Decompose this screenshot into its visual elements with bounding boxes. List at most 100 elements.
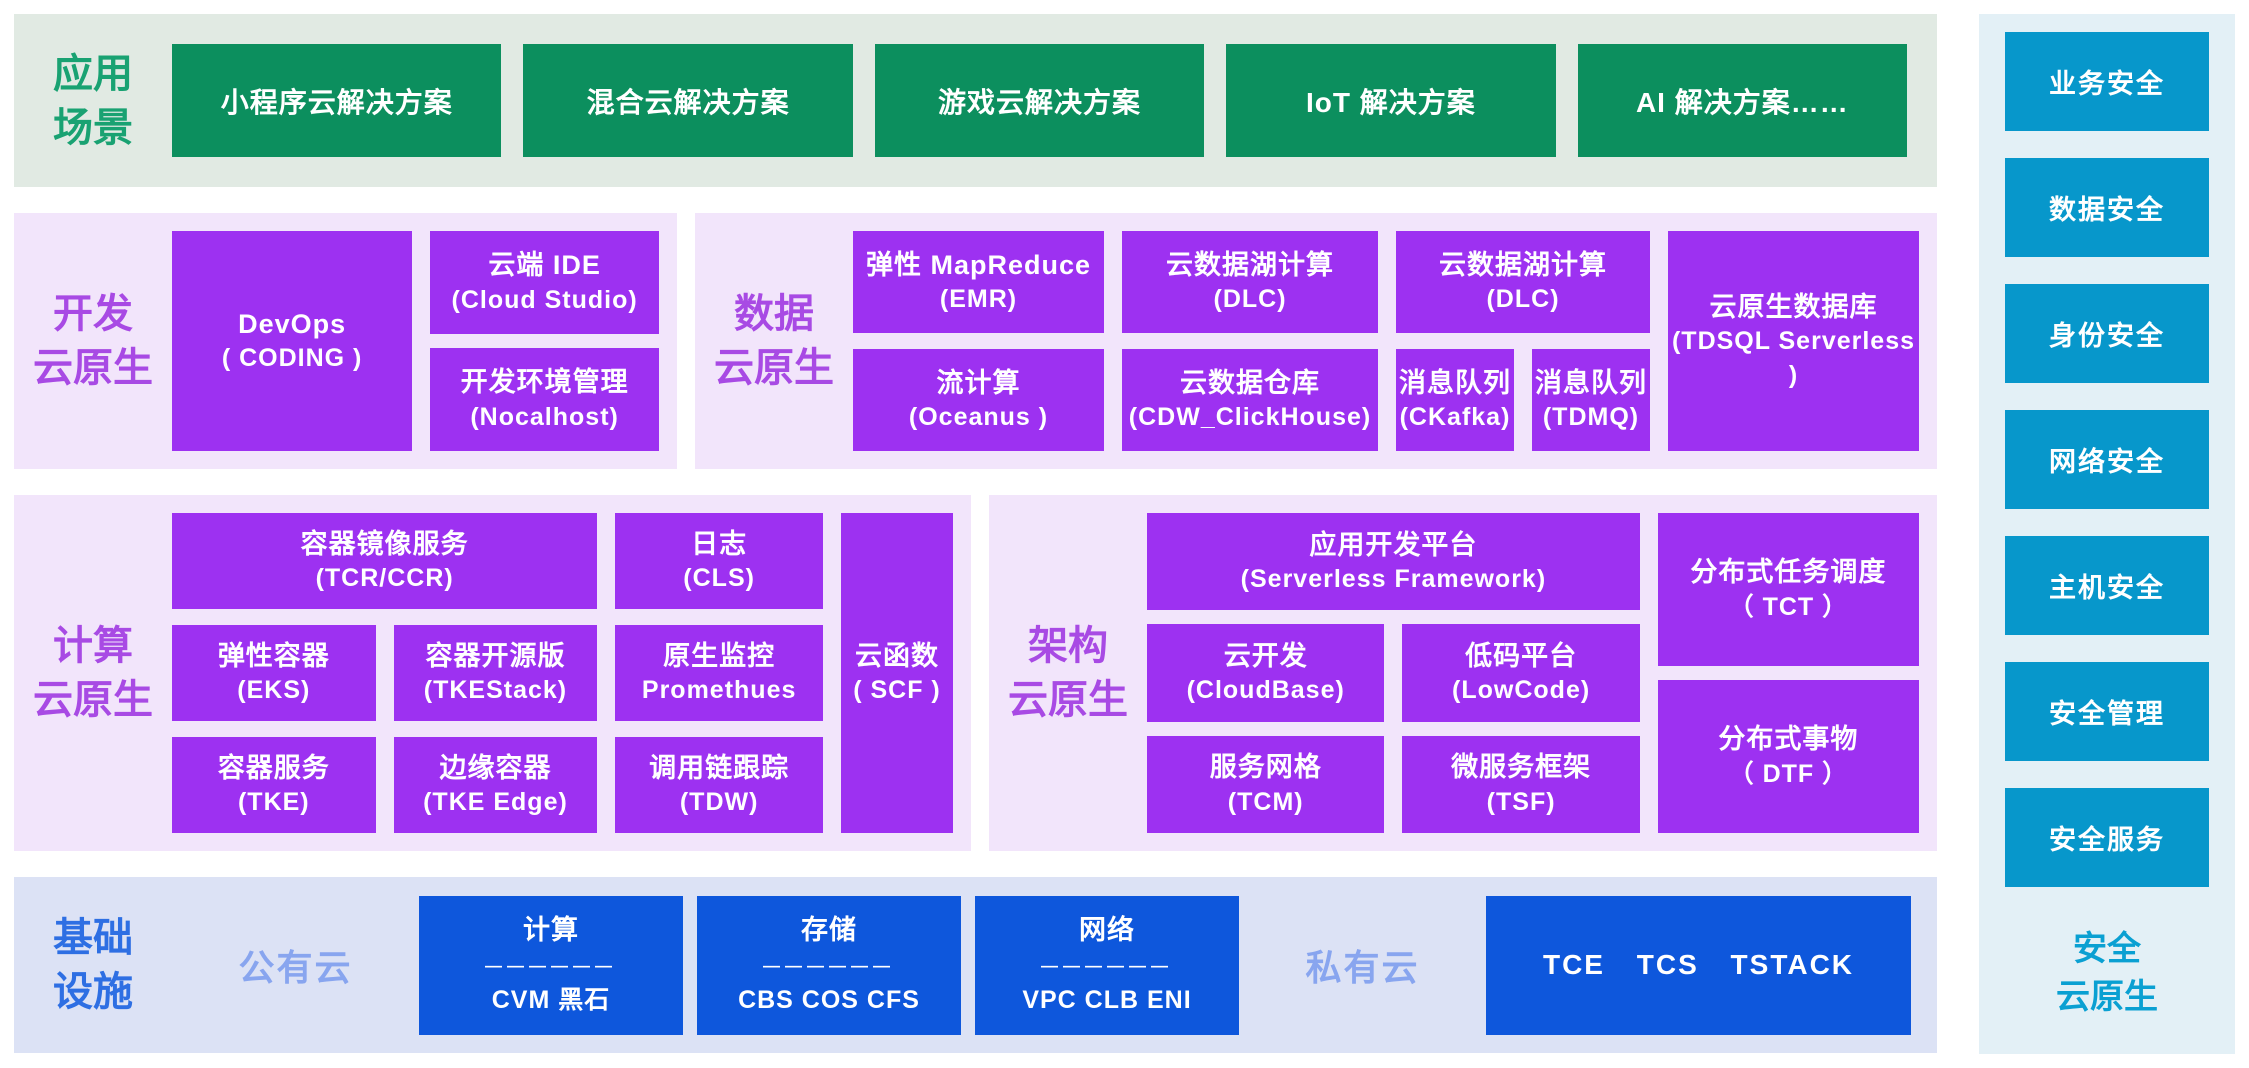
data-label-line1: 数据 — [734, 292, 814, 336]
dev-grid: DevOps ( CODING ) 云端 IDE (Cloud Studio) … — [172, 213, 677, 469]
box-tdmq: 消息队列 (TDMQ) — [1532, 349, 1650, 451]
box-emr: 弹性 MapReduce (EMR) — [853, 231, 1104, 333]
box-dlc-1-sub: (DLC) — [1213, 285, 1287, 314]
box-dlc-2-sub: (DLC) — [1486, 285, 1560, 314]
box-tdmq-title: 消息队列 — [1534, 367, 1647, 398]
box-cdw-sub: (CDW_ClickHouse) — [1128, 403, 1372, 432]
box-serverless-title: 应用开发平台 — [1309, 529, 1478, 560]
box-tcr-title: 容器镜像服务 — [300, 528, 469, 559]
box-infra-storage-title: 存储 — [801, 915, 857, 946]
box-oceanus-title: 流计算 — [936, 367, 1021, 398]
box-miniprogram-solution: 小程序云解决方案 — [172, 44, 502, 157]
box-ai-solution: AI 解决方案…… — [1577, 44, 1908, 157]
box-data-security: 数据安全 — [2005, 158, 2209, 257]
box-cls-sub: (CLS) — [683, 564, 755, 593]
box-serverless-framework: 应用开发平台 (Serverless Framework) — [1147, 513, 1640, 611]
box-tke-title: 容器服务 — [217, 752, 330, 783]
box-tct: 分布式任务调度 （ TCT ） — [1657, 513, 1919, 666]
box-infra-storage-sub: CBS COS CFS — [738, 986, 920, 1015]
box-emr-sub: (EMR) — [939, 285, 1018, 314]
section-infrastructure: 基础 设施 公有云 计算 —————— CVM 黑石 存储 —————— CBS… — [14, 877, 1937, 1053]
box-ckafka: 消息队列 (CKafka) — [1396, 349, 1514, 451]
arch-grid: 应用开发平台 (Serverless Framework) 分布式任务调度 （ … — [1147, 495, 1937, 851]
box-dlc-2-title: 云数据湖计算 — [1439, 249, 1607, 280]
box-cdw-title: 云数据仓库 — [1180, 367, 1321, 398]
box-security-services: 安全服务 — [2005, 788, 2209, 887]
box-hybrid-cloud-solution: 混合云解决方案 — [523, 44, 853, 157]
box-infra-compute-divider: —————— — [485, 955, 617, 975]
app-scenarios-row: 小程序云解决方案 混合云解决方案 游戏云解决方案 IoT 解决方案 AI 解决方… — [172, 14, 1937, 187]
box-cloud-ide-sub: (Cloud Studio) — [451, 285, 638, 314]
box-tcm-title: 服务网格 — [1209, 752, 1322, 783]
box-iot-solution: IoT 解决方案 — [1226, 44, 1556, 157]
box-prometheus-title: 原生监控 — [663, 640, 776, 671]
infrastructure-label-line2: 设施 — [53, 970, 133, 1014]
box-oceanus: 流计算 (Oceanus ) — [853, 349, 1104, 451]
box-tke-edge-title: 边缘容器 — [439, 752, 552, 783]
app-scenarios-label-line1: 应用 — [53, 51, 133, 96]
security-label-line1: 安全 — [2073, 930, 2141, 969]
data-label-line2: 云原生 — [714, 346, 834, 390]
section-app-scenarios: 应用 场景 小程序云解决方案 混合云解决方案 游戏云解决方案 IoT 解决方案 … — [14, 14, 1937, 187]
box-identity-security: 身份安全 — [2005, 284, 2209, 383]
box-lowcode: 低码平台 (LowCode) — [1402, 624, 1640, 722]
dev-cloud-native-label: 开发 云原生 — [14, 213, 172, 469]
row-dev-data: 开发 云原生 DevOps ( CODING ) 云端 IDE (Cloud S… — [14, 213, 1937, 469]
box-oceanus-sub: (Oceanus ) — [908, 403, 1049, 432]
box-infra-compute-sub: CVM 黑石 — [491, 986, 611, 1015]
box-infra-storage-divider: —————— — [763, 955, 895, 975]
box-network-security: 网络安全 — [2005, 410, 2209, 509]
public-cloud-label: 公有云 — [238, 947, 353, 988]
box-cloudbase-title: 云开发 — [1223, 640, 1308, 671]
box-cls: 日志 (CLS) — [615, 513, 823, 609]
box-tcr-ccr: 容器镜像服务 (TCR/CCR) — [172, 513, 598, 609]
arch-label-line1: 架构 — [1028, 624, 1108, 668]
compute-cloud-native-label: 计算 云原生 — [14, 495, 172, 851]
box-infra-network: 网络 —————— VPC CLB ENI — [975, 895, 1239, 1035]
box-tcr-sub: (TCR/CCR) — [315, 564, 454, 593]
box-tke-sub: (TKE) — [237, 788, 310, 817]
box-tsf-sub: (TSF) — [1486, 787, 1556, 816]
box-eks-sub: (EKS) — [237, 676, 311, 705]
dev-label-line1: 开发 — [53, 292, 133, 336]
dev-label-line2: 云原生 — [33, 346, 153, 390]
box-serverless-sub: (Serverless Framework) — [1240, 565, 1547, 593]
box-host-security: 主机安全 — [2005, 536, 2209, 635]
box-infra-compute: 计算 —————— CVM 黑石 — [419, 895, 683, 1035]
box-lowcode-title: 低码平台 — [1465, 640, 1578, 671]
app-scenarios-label: 应用 场景 — [14, 14, 172, 187]
panel-dev-cloud-native: 开发 云原生 DevOps ( CODING ) 云端 IDE (Cloud S… — [14, 213, 677, 469]
box-dlc-2: 云数据湖计算 (DLC) — [1396, 231, 1650, 333]
infrastructure-label-line1: 基础 — [53, 916, 133, 960]
box-ckafka-title: 消息队列 — [1399, 367, 1512, 398]
private-cloud-label: 私有云 — [1305, 947, 1420, 988]
box-tce-tcs-tstack-title: TCE TCS TSTACK — [1542, 949, 1855, 981]
box-eks: 弹性容器 (EKS) — [172, 625, 376, 721]
box-tke-edge-sub: (TKE Edge) — [423, 788, 568, 817]
panel-data-cloud-native: 数据 云原生 弹性 MapReduce (EMR) 云数据湖计算 (DLC) 云… — [695, 213, 1937, 469]
box-devops-title: DevOps — [238, 308, 347, 339]
box-dtf-title: 分布式事物 — [1718, 724, 1859, 755]
box-business-security: 业务安全 — [2005, 32, 2209, 131]
infrastructure-label: 基础 设施 — [14, 877, 172, 1053]
panel-compute-cloud-native: 计算 云原生 容器镜像服务 (TCR/CCR) 日志 (CLS) 云函数 ( S… — [14, 495, 971, 851]
box-infra-network-sub: VPC CLB ENI — [1022, 986, 1192, 1015]
box-tdmq-sub: (TDMQ) — [1542, 403, 1640, 432]
box-tct-sub: （ TCT ） — [1728, 592, 1849, 621]
compute-label-line2: 云原生 — [33, 678, 153, 722]
box-dtf: 分布式事物 （ DTF ） — [1657, 680, 1919, 833]
box-devops-coding: DevOps ( CODING ) — [172, 231, 413, 451]
box-nocalhost: 开发环境管理 (Nocalhost) — [430, 348, 659, 451]
box-tdw-title: 调用链跟踪 — [649, 752, 790, 783]
box-scf: 云函数 ( SCF ) — [840, 513, 953, 833]
box-tdw: 调用链跟踪 (TDW) — [615, 737, 823, 833]
box-tke-edge: 边缘容器 (TKE Edge) — [393, 737, 598, 833]
arch-label-line2: 云原生 — [1008, 678, 1128, 722]
box-cloudbase: 云开发 (CloudBase) — [1147, 624, 1385, 722]
box-nocalhost-title: 开发环境管理 — [460, 367, 629, 398]
box-tdw-sub: (TDW) — [679, 788, 759, 817]
box-tdsql-sub: (TDSQL Serverless ) — [1671, 327, 1916, 390]
box-tsf-title: 微服务框架 — [1451, 752, 1592, 783]
box-tke: 容器服务 (TKE) — [172, 737, 376, 833]
box-cdw-clickhouse: 云数据仓库 (CDW_ClickHouse) — [1122, 349, 1379, 451]
